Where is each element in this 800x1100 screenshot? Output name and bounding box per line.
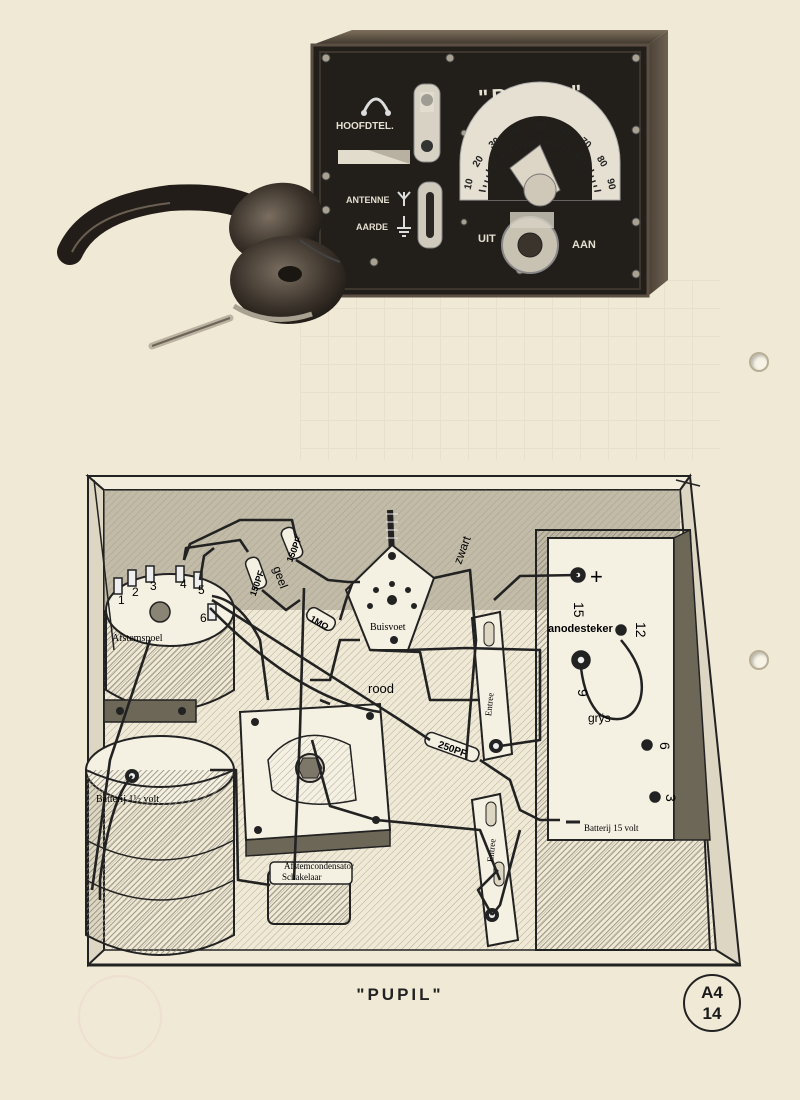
dial-tick bbox=[593, 184, 598, 188]
coil-tap-label: 3 bbox=[150, 579, 157, 593]
entree-bottom-label: Entree bbox=[485, 838, 497, 862]
battery-15v-label: Batterij 15 volt bbox=[584, 823, 639, 833]
dial-tick bbox=[591, 179, 596, 183]
coil-tap-1 bbox=[113, 577, 123, 595]
page-badge: A4 14 bbox=[683, 974, 741, 1032]
dial-tick bbox=[589, 175, 595, 179]
rood-label: rood bbox=[368, 681, 394, 696]
terminal-3[interactable] bbox=[649, 791, 661, 803]
antenne-label: ANTENNE bbox=[346, 195, 390, 205]
battery-1-5v-label: Batterij 1½ volt bbox=[96, 794, 159, 805]
dial-tick bbox=[584, 166, 590, 170]
terminal-12[interactable] bbox=[615, 624, 627, 636]
dial-tick bbox=[558, 141, 563, 149]
badge-line-1: A4 bbox=[701, 983, 723, 1002]
dial-tick bbox=[528, 141, 532, 147]
coil-tap-label: 4 bbox=[180, 577, 187, 591]
dial-tick bbox=[575, 152, 581, 159]
dial-number: 50 bbox=[534, 122, 546, 133]
terminal-3-label: 3 bbox=[663, 794, 679, 802]
antenna-symbol-icon bbox=[397, 191, 411, 206]
dial-number: 10 bbox=[463, 177, 476, 191]
dial-tick bbox=[485, 169, 493, 174]
on-off-knob[interactable] bbox=[517, 232, 543, 258]
earth-symbol-icon bbox=[397, 216, 411, 237]
battery-1-5v-body bbox=[85, 770, 235, 956]
headband bbox=[57, 184, 275, 265]
dial-tick bbox=[497, 158, 502, 163]
dial-tick bbox=[493, 162, 498, 166]
dial-tick bbox=[582, 162, 587, 166]
dial-tick bbox=[484, 179, 489, 183]
cabinet-top-edge bbox=[85, 475, 692, 491]
faint-grid bbox=[300, 280, 720, 460]
battery-15v-top bbox=[547, 537, 675, 841]
faint-stamp bbox=[78, 975, 162, 1059]
coil-tap-label: 2 bbox=[132, 585, 139, 599]
cap-150pf-b bbox=[280, 526, 304, 560]
afstemspoel-label: Afstemspoel bbox=[112, 633, 163, 644]
dial-tick bbox=[514, 146, 518, 151]
dial-tick bbox=[517, 141, 522, 149]
dial-tick bbox=[509, 148, 513, 153]
entree-top-label: Entree bbox=[483, 692, 495, 716]
cap-150pf-a bbox=[244, 556, 268, 590]
dial-tick bbox=[594, 189, 602, 193]
terminal-6[interactable] bbox=[641, 739, 653, 751]
uit-label: UIT bbox=[478, 233, 496, 245]
badge-line-2: 14 bbox=[702, 1004, 722, 1023]
wires bbox=[90, 518, 579, 916]
terminal-15-label: 15 bbox=[571, 602, 587, 618]
hoofdtel-label: HOOFDTEL. bbox=[336, 121, 394, 132]
dial-tick bbox=[578, 158, 583, 163]
dial-tick bbox=[478, 189, 486, 193]
terminal-12-label: 12 bbox=[633, 622, 649, 638]
coil-tap-label: 1 bbox=[118, 593, 125, 607]
schakelaar-label: Schakelaar bbox=[282, 872, 321, 882]
terminal-9-label: 9 bbox=[575, 689, 591, 697]
grey-lead bbox=[579, 639, 644, 721]
dial-tick bbox=[485, 175, 491, 179]
anodesteker-label: anodesteker bbox=[548, 623, 614, 635]
aan-label: AAN bbox=[572, 239, 596, 251]
dial-tick bbox=[571, 151, 575, 156]
coil-tap-label: 5 bbox=[198, 583, 205, 597]
grijs-label: grÿs bbox=[588, 711, 611, 725]
dial-knob[interactable] bbox=[523, 173, 557, 207]
dial-tick bbox=[499, 152, 505, 159]
dial-number: 60 bbox=[557, 125, 572, 139]
dial-tick bbox=[490, 166, 496, 170]
dial-tick bbox=[505, 151, 509, 156]
radio-box-top bbox=[312, 30, 668, 45]
punch-hole-bottom bbox=[749, 650, 769, 670]
aarde-label: AARDE bbox=[356, 222, 388, 232]
buisvoet-label: Buisvoet bbox=[370, 622, 406, 633]
terminal-6-label: 6 bbox=[657, 742, 673, 750]
dial-tick bbox=[482, 184, 487, 188]
afstemcondensator-label: Afstemcondensator bbox=[284, 861, 354, 871]
dial-number: 90 bbox=[604, 178, 617, 192]
page-caption: "PUPIL" bbox=[356, 985, 444, 1004]
dial-tick bbox=[567, 148, 571, 153]
resistor-1m bbox=[305, 606, 337, 632]
dial-tick bbox=[587, 169, 595, 174]
radio-box-side bbox=[648, 30, 668, 296]
dial-tick bbox=[548, 141, 552, 147]
dial-tick bbox=[523, 142, 527, 148]
coil-tap-label: 6 bbox=[200, 611, 207, 625]
plus-label: + bbox=[590, 564, 603, 589]
punch-hole-top bbox=[749, 352, 769, 372]
dial-tick bbox=[553, 142, 557, 148]
brand-label: "PUPIL" bbox=[477, 80, 585, 111]
headphone-symbol-icon bbox=[362, 97, 390, 113]
dial-tick bbox=[562, 146, 566, 151]
dial-number: 40 bbox=[509, 124, 524, 138]
